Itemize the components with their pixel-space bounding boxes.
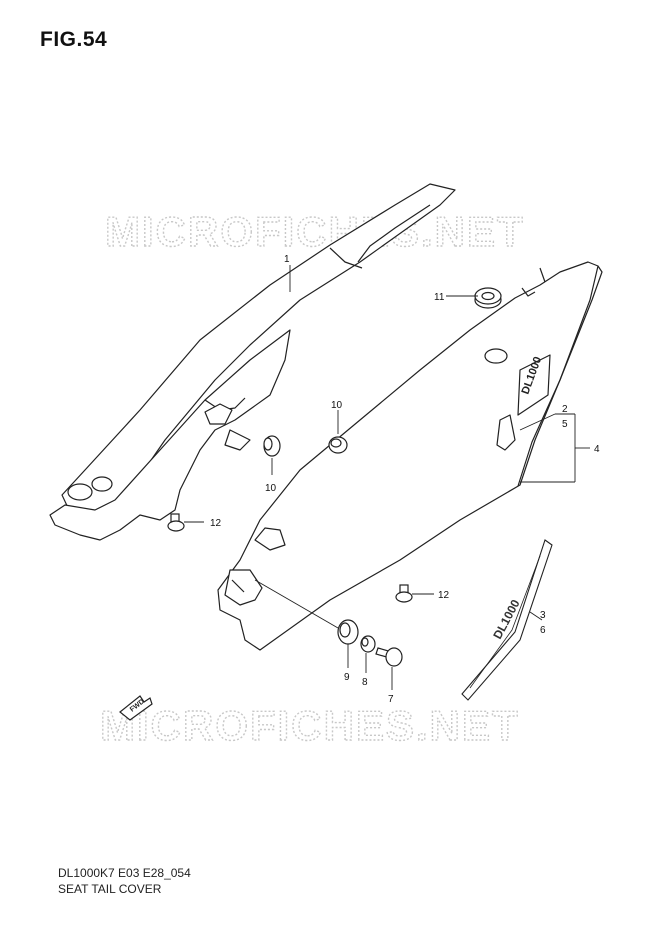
leader-lines [184, 265, 590, 690]
watermark-bottom: MICROFICHES.NET [100, 702, 520, 749]
bolt-12-left [167, 513, 185, 532]
callout-11: 11 [434, 292, 445, 303]
callout-10-left: 10 [265, 483, 277, 494]
decal-strip-part: DL1000 [461, 539, 553, 701]
cushion-9 [337, 619, 359, 645]
callout-1: 1 [284, 254, 290, 265]
screw-7 [375, 647, 403, 667]
grommet-10-right [328, 436, 348, 454]
callout-3: 3 [540, 610, 546, 621]
grommet-11 [474, 287, 502, 309]
figure-title: FIG.54 [40, 28, 108, 51]
callout-labels: 1 2 5 4 3 6 7 8 9 10 10 11 12 12 [210, 254, 600, 705]
forward-arrow-icon: FWD [119, 695, 153, 721]
seat-tail-cover-part: DL1000 [217, 261, 603, 651]
callout-7: 7 [388, 694, 394, 705]
model-code: DL1000K7 E03 E28_054 [58, 866, 191, 880]
callout-9: 9 [344, 672, 350, 683]
diagram-caption: SEAT TAIL COVER [58, 882, 162, 896]
seat-rail-part [49, 183, 456, 541]
callout-2: 2 [562, 404, 568, 415]
callout-12-right: 12 [438, 590, 450, 601]
callout-12-left: 12 [210, 518, 222, 529]
callout-8: 8 [362, 677, 368, 688]
collar-8 [360, 635, 376, 653]
grommet-10-left [263, 435, 281, 457]
bolt-12-right [395, 584, 413, 603]
callout-5: 5 [562, 419, 568, 430]
callout-4: 4 [594, 444, 600, 455]
watermark-top: MICROFICHES.NET [105, 208, 525, 255]
callout-10-right: 10 [331, 400, 343, 411]
callout-6: 6 [540, 625, 546, 636]
